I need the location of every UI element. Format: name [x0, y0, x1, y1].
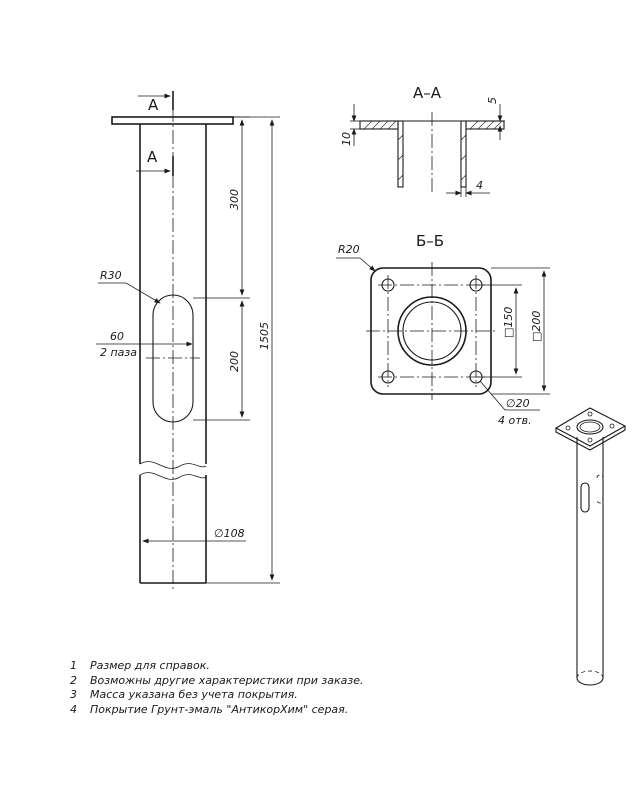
svg-text:4: 4: [476, 179, 483, 192]
svg-text:10: 10: [340, 132, 353, 146]
svg-text:А: А: [148, 96, 159, 114]
svg-text:□150: □150: [502, 307, 515, 338]
diameter-108-dimension: ∅108: [142, 527, 246, 544]
dimension-square-200: □200: [491, 267, 550, 395]
flange-plate: [111, 116, 234, 125]
dimension-1505: 1505: [206, 116, 280, 584]
slot-outline: [152, 294, 194, 423]
iso-pipe-bottom: [576, 677, 604, 686]
section-a-a-view: А–А 10 5: [340, 84, 505, 197]
iso-pipe-opening: [576, 419, 604, 435]
svg-text:R20: R20: [338, 243, 360, 256]
main-elevation-view: А А 300 200 1505: [96, 91, 280, 590]
dimension-10: 10: [340, 104, 360, 146]
dimension-4: 4: [446, 179, 490, 197]
svg-text:R30: R30: [100, 269, 122, 282]
section-b-b-view: Б–Б R20 □150: [336, 232, 550, 427]
radius-r20-callout: R20: [336, 243, 376, 272]
svg-text:1505: 1505: [258, 322, 271, 350]
svg-text:5: 5: [486, 97, 499, 104]
svg-text:2 паза: 2 паза: [100, 346, 137, 359]
section-b-b-title: Б–Б: [416, 232, 444, 250]
dimension-200-slot: 200: [193, 300, 250, 421]
svg-text:□200: □200: [530, 311, 543, 342]
svg-text:∅20: ∅20: [506, 397, 530, 410]
svg-text:А: А: [147, 148, 158, 166]
hole-diameter-callout: ∅20 4 отв.: [479, 380, 540, 427]
svg-text:4 отв.: 4 отв.: [498, 414, 532, 427]
iso-slot-back: [596, 474, 604, 504]
iso-plate-top: [554, 407, 627, 447]
slot-width-callout: 60 2 паза: [96, 330, 193, 359]
dimension-5: 5: [466, 97, 505, 140]
iso-slot-front: [580, 482, 590, 513]
break-line-top: [139, 461, 207, 469]
radius-r30-callout: R30: [98, 269, 161, 304]
svg-text:60: 60: [110, 330, 124, 343]
dimension-square-150: □150: [476, 284, 522, 378]
svg-text:300: 300: [228, 189, 241, 210]
dimension-300: 300: [193, 116, 250, 299]
cut-marker-top: А: [138, 91, 174, 114]
pipe-wall-right-section: [460, 120, 467, 188]
break-line-bottom: [139, 472, 207, 480]
cut-marker-bottom: А: [136, 148, 174, 176]
section-a-a-title: А–А: [413, 84, 442, 102]
iso-plate-edge: [555, 426, 626, 451]
svg-text:∅108: ∅108: [214, 527, 245, 540]
isometric-view: [554, 407, 627, 686]
pipe-wall-left-section: [397, 120, 404, 188]
svg-text:200: 200: [228, 351, 241, 372]
